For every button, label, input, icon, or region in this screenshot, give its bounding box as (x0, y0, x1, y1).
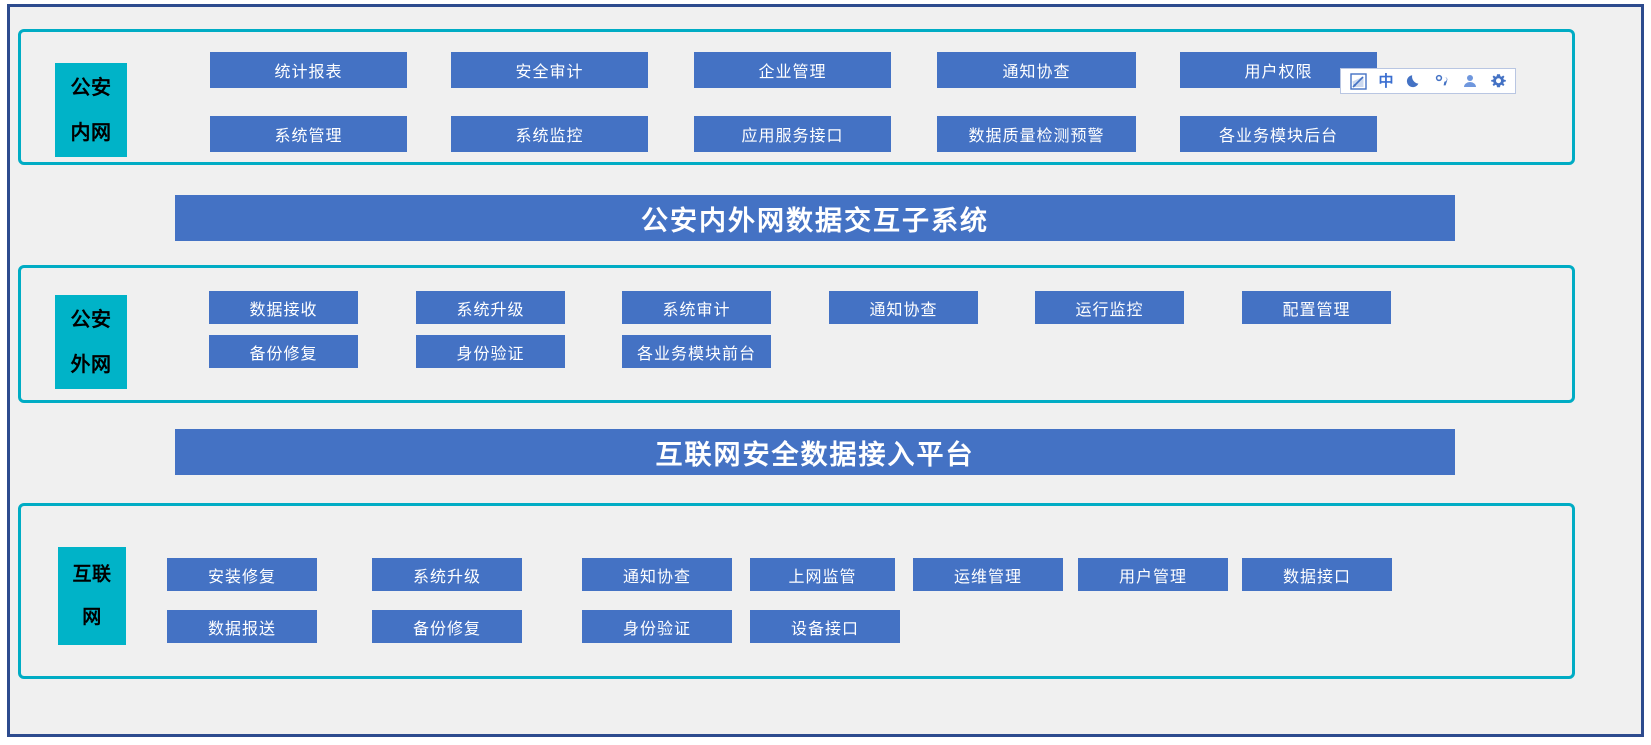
module-button-tongzhixiecha-net[interactable]: 通知协查 (582, 558, 732, 591)
banner-internet-security-data-platform: 互联网安全数据接入平台 (175, 429, 1455, 475)
module-button-shangwangjianguan[interactable]: 上网监管 (750, 558, 895, 591)
gear-icon[interactable] (1489, 72, 1507, 90)
module-button-shujujieshou[interactable]: 数据接收 (209, 291, 358, 324)
module-button-anzhuangxiufu[interactable]: 安装修复 (167, 558, 317, 591)
module-button-xitongshengji-net[interactable]: 系统升级 (372, 558, 522, 591)
module-button-yingyongfuwujiekou[interactable]: 应用服务接口 (694, 116, 891, 152)
module-button-tongzhixiecha[interactable]: 通知协查 (937, 52, 1136, 88)
module-button-tongjibaobiao[interactable]: 统计报表 (210, 52, 407, 88)
pen-checkbox-icon[interactable] (1349, 72, 1367, 90)
zone-label-internet: 互联 网 (58, 547, 126, 645)
module-button-shenfenyanzheng-net[interactable]: 身份验证 (582, 610, 732, 643)
module-button-gyewumokuaihoutai[interactable]: 各业务模块后台 (1180, 116, 1377, 152)
module-button-xitongshengji-ext[interactable]: 系统升级 (416, 291, 565, 324)
module-button-shujubaosong[interactable]: 数据报送 (167, 610, 317, 643)
module-button-shujuzhiliangjiancyujing[interactable]: 数据质量检测预警 (937, 116, 1136, 152)
banner-data-exchange-subsystem: 公安内外网数据交互子系统 (175, 195, 1455, 241)
module-button-shebeijiekou[interactable]: 设备接口 (750, 610, 900, 643)
module-button-yunxingjiankong[interactable]: 运行监控 (1035, 291, 1184, 324)
module-button-shujujiekou[interactable]: 数据接口 (1242, 558, 1392, 591)
module-button-peizhiguanli[interactable]: 配置管理 (1242, 291, 1391, 324)
zone-label-intranet-line1: 公安 (70, 75, 112, 100)
module-button-xitongshenji-ext[interactable]: 系统审计 (622, 291, 771, 324)
module-button-qiyeguanli[interactable]: 企业管理 (694, 52, 891, 88)
zone-label-extranet-line1: 公安 (70, 307, 112, 332)
zone-label-internet-line1: 互联 (72, 563, 112, 586)
module-button-yonghuguanli[interactable]: 用户管理 (1078, 558, 1228, 591)
module-button-xitongguanli[interactable]: 系统管理 (210, 116, 407, 152)
module-button-yunweiguanli[interactable]: 运维管理 (913, 558, 1063, 591)
ime-toolbar[interactable]: 中 (1340, 68, 1516, 94)
zone-label-extranet: 公安 外网 (55, 295, 127, 389)
zone-extranet (18, 265, 1575, 403)
module-button-gyewumokuaiqiantai[interactable]: 各业务模块前台 (622, 335, 771, 368)
zone-internet (18, 503, 1575, 679)
module-button-beifenxiufu-ext[interactable]: 备份修复 (209, 335, 358, 368)
architecture-board: 公安 内网 统计报表 安全审计 企业管理 通知协查 用户权限 系统管理 系统监控… (7, 4, 1644, 737)
zone-label-intranet-line2: 内网 (70, 120, 112, 145)
zone-label-internet-line2: 网 (82, 605, 102, 628)
module-button-xitongjiankong[interactable]: 系统监控 (451, 116, 648, 152)
punctuation-icon[interactable] (1433, 72, 1451, 90)
module-button-tongzhixiecha-ext[interactable]: 通知协查 (829, 291, 978, 324)
module-button-anquanshenji[interactable]: 安全审计 (451, 52, 648, 88)
moon-icon[interactable] (1405, 72, 1423, 90)
zone-label-extranet-line2: 外网 (70, 352, 112, 377)
module-button-shenfenyanzheng-ext[interactable]: 身份验证 (416, 335, 565, 368)
user-icon[interactable] (1461, 72, 1479, 90)
chinese-mode-icon[interactable]: 中 (1378, 71, 1394, 90)
module-button-beifenxiufu-net[interactable]: 备份修复 (372, 610, 522, 643)
zone-label-intranet: 公安 内网 (55, 63, 127, 157)
